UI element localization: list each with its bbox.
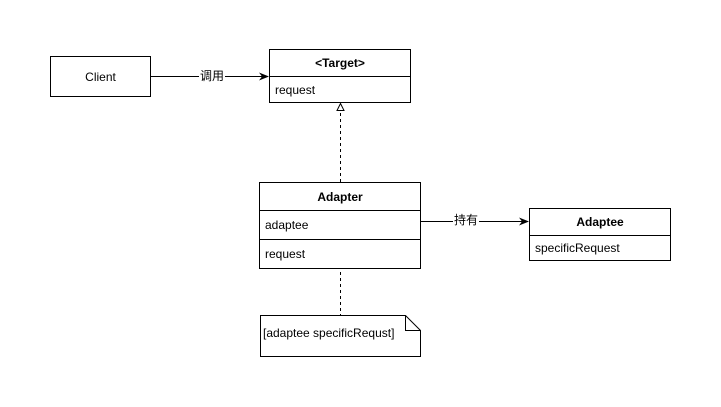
- realization-triangle-icon: [336, 102, 345, 111]
- adapter-attribute: adaptee: [260, 211, 420, 240]
- edge-label-hold: 持有: [453, 213, 480, 227]
- adaptee-class[interactable]: Adaptee specificRequest: [529, 208, 671, 261]
- note-text: [adaptee specificRequst]: [263, 326, 395, 340]
- adaptee-operation: specificRequest: [535, 241, 620, 255]
- adaptee-class-name: Adaptee: [530, 209, 670, 236]
- note-shape: [260, 315, 421, 357]
- note-fold-icon: [405, 315, 421, 331]
- adapter-class-name: Adapter: [260, 183, 420, 211]
- edge-label-call: 调用: [199, 69, 226, 83]
- client-label: Client: [85, 69, 116, 84]
- adapter-class[interactable]: Adapter adaptee request: [259, 182, 421, 269]
- adapter-operation: request: [265, 247, 306, 261]
- target-class[interactable]: <Target> request: [269, 49, 411, 103]
- target-class-name: <Target>: [270, 50, 410, 77]
- target-operation: request: [275, 83, 316, 97]
- client-class[interactable]: Client: [50, 56, 151, 97]
